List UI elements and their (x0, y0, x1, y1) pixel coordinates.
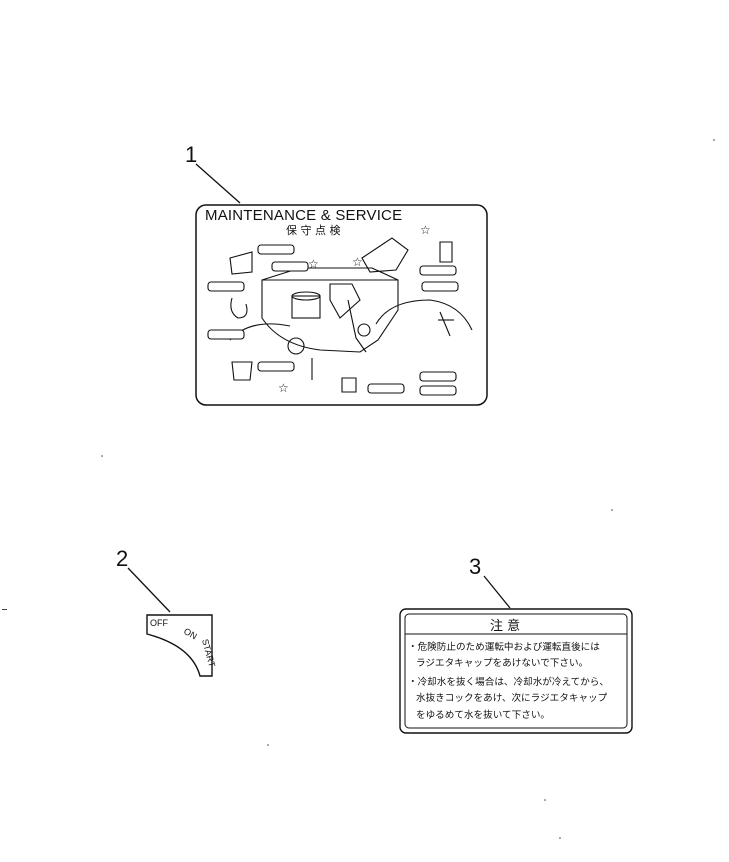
label-on: ON (182, 626, 199, 641)
caution-line-3: ・冷却水を抜く場合は、冷却水が冷えてから、 (408, 676, 609, 688)
label-start: START (200, 638, 217, 669)
interval-bar (257, 244, 295, 255)
interval-bar (419, 265, 457, 276)
leader-line-2 (127, 567, 171, 613)
caution-line-1: ・危険防止のため運転中および運転直後には (408, 641, 600, 653)
decal-1-title: MAINTENANCE & SERVICE (205, 207, 402, 224)
interval-bar (367, 383, 405, 394)
interval-bar (271, 261, 309, 272)
decal-1-border (195, 204, 488, 406)
leader-line-3 (483, 575, 511, 609)
star-markers: ☆ ☆ ☆ (278, 255, 363, 395)
callout-2: 2 (116, 546, 171, 613)
caution-line-5: をゆるめて水を抜いて下さい。 (416, 709, 550, 721)
decal-3-inner-border (404, 613, 628, 729)
star-icon: ☆ (278, 381, 289, 395)
caution-line-4: 水抜きコックをあけ、次にラジエタキャップ (416, 692, 608, 704)
callout-3: 3 (469, 554, 511, 609)
caution-line-2: ラジエタキャップをあけないで下さい。 (416, 658, 588, 669)
leader-line-1 (195, 163, 241, 204)
star-icon: ☆ (352, 255, 363, 269)
star-icon: ☆ (420, 223, 431, 237)
caution-decal: 注 意 ・危険防止のため運転中および運転直後には ラジエタキャップをあけないで下… (399, 608, 633, 734)
interval-bar (207, 281, 245, 292)
interval-bar (257, 361, 295, 372)
caution-heading: 注 意 (490, 618, 520, 634)
scan-specks (2, 139, 715, 839)
callout-number-1: 1 (185, 142, 197, 167)
interval-bar (421, 281, 459, 292)
interval-bar (419, 371, 457, 382)
decal-1-subtitle: 保 守 点 検 (286, 223, 341, 237)
key-switch-decal: OFF ON START (146, 614, 217, 677)
interval-bar (419, 385, 457, 396)
callout-number-3: 3 (469, 554, 481, 579)
label-off: OFF (150, 618, 168, 628)
interval-bar (207, 329, 245, 340)
callout-number-2: 2 (116, 546, 128, 571)
callout-1: 1 (185, 142, 241, 204)
decal-3-outer-border (399, 608, 633, 734)
interval-bars (207, 244, 459, 396)
maintenance-service-decal: MAINTENANCE & SERVICE 保 守 点 検 ☆ (195, 204, 488, 406)
decal-2-outline (146, 614, 213, 677)
star-icon: ☆ (308, 257, 319, 271)
